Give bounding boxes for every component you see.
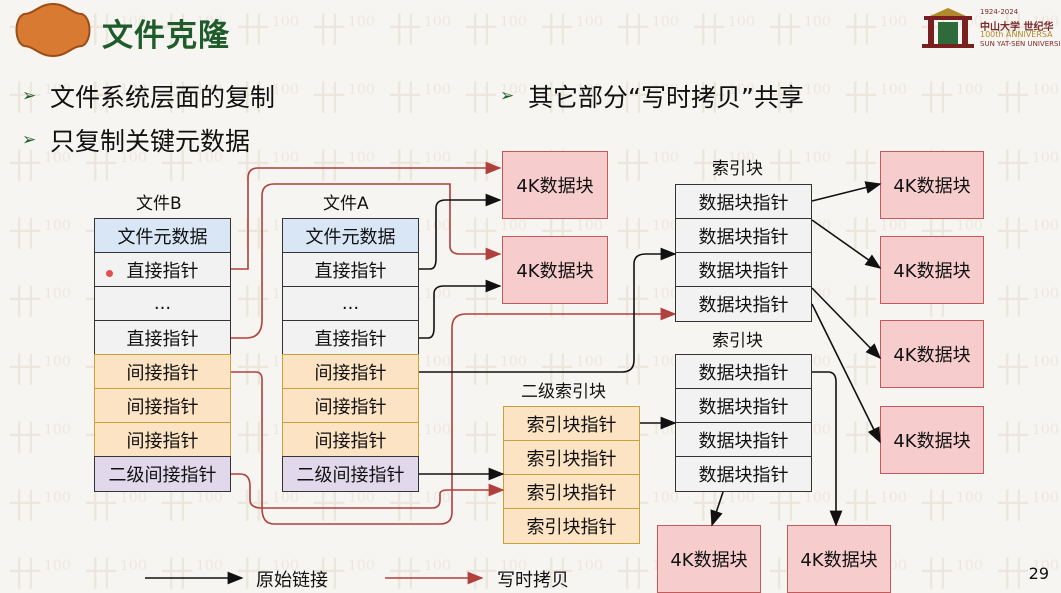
university-years: 1924-2024	[980, 8, 1019, 16]
legend-cow-label: 写时拷贝	[497, 570, 569, 591]
bullet-text: 只复制关键元数据	[50, 127, 251, 156]
file-b-ellipsis: ...	[94, 286, 231, 321]
index-block-label: 索引块	[712, 159, 763, 179]
file-a-indirect-pointer: 间接指针	[282, 388, 419, 423]
file-b-direct-pointer: 直接指针	[94, 252, 231, 287]
file-a-direct-pointer: 直接指针	[282, 320, 419, 355]
page-title: 文件克隆	[102, 18, 230, 54]
data-block: 4K数据块	[657, 525, 761, 593]
file-a-indirect-pointer: 间接指针	[282, 422, 419, 457]
arrow-bullet-icon: ➢	[500, 86, 515, 106]
data-block: 4K数据块	[880, 151, 984, 219]
university-logo: 1924-2024 中山大学 世纪华 100th ANNIVERSA SUN Y…	[922, 6, 1061, 50]
index-block-pointer: 索引块指针	[503, 508, 640, 544]
title-emblem-icon	[15, 2, 91, 58]
arrow-bullet-icon: ➢	[22, 86, 37, 106]
secondary-index-label: 二级索引块	[521, 382, 606, 402]
university-name: 中山大学 世纪华	[980, 22, 1054, 33]
file-b-label: 文件B	[136, 194, 182, 214]
data-block-pointer: 数据块指针	[675, 252, 812, 287]
index-block-pointer: 索引块指针	[503, 440, 640, 475]
data-block: 4K数据块	[502, 236, 608, 304]
bullet-item: ➢ 只复制关键元数据	[22, 122, 250, 158]
university-gate-icon	[922, 8, 974, 48]
file-a-metadata: 文件元数据	[282, 218, 419, 253]
bullet-item: ➢ 文件系统层面的复制	[22, 78, 275, 114]
data-block-pointer: 数据块指针	[675, 388, 812, 423]
bullet-item: ➢ 其它部分“写时拷贝”共享	[500, 78, 804, 114]
file-b-indirect-pointer: 间接指针	[94, 422, 231, 457]
file-b-indirect-pointer: 间接指针	[94, 354, 231, 389]
index-block-pointer: 索引块指针	[503, 474, 640, 509]
data-block-pointer: 数据块指针	[675, 286, 812, 322]
file-a-double-indirect-pointer: 二级间接指针	[282, 456, 419, 492]
university-english-name: SUN YAT-SEN UNIVERSI	[980, 40, 1061, 48]
bullet-text: 文件系统层面的复制	[50, 83, 276, 112]
data-block: 4K数据块	[880, 320, 984, 388]
data-block: 4K数据块	[880, 236, 984, 304]
page-number: 29	[1028, 564, 1049, 583]
index-block-pointer: 索引块指针	[503, 406, 640, 441]
data-block-pointer: 数据块指针	[675, 218, 812, 253]
data-block-pointer: 数据块指针	[675, 456, 812, 492]
file-b-metadata: 文件元数据	[94, 218, 231, 253]
file-b-double-indirect-pointer: 二级间接指针	[94, 456, 231, 492]
data-block-pointer: 数据块指针	[675, 422, 812, 457]
file-a-label: 文件A	[323, 194, 369, 214]
file-a-ellipsis: ...	[282, 286, 419, 321]
data-block: 4K数据块	[880, 406, 984, 474]
legend-original-label: 原始链接	[256, 570, 328, 591]
arrow-bullet-icon: ➢	[22, 130, 37, 150]
data-block-pointer: 数据块指针	[675, 184, 812, 219]
data-block: 4K数据块	[787, 525, 891, 593]
file-b-indirect-pointer: 间接指针	[94, 388, 231, 423]
data-block-pointer: 数据块指针	[675, 354, 812, 389]
bullet-text: 其它部分“写时拷贝”共享	[528, 83, 804, 112]
cursor-dot	[106, 270, 113, 277]
index-block-label: 索引块	[712, 331, 763, 351]
file-b-direct-pointer: 直接指针	[94, 320, 231, 355]
university-anniversary: 100th ANNIVERSA	[980, 30, 1053, 39]
data-block: 4K数据块	[502, 151, 608, 219]
file-a-indirect-pointer: 间接指针	[282, 354, 419, 389]
file-a-direct-pointer: 直接指针	[282, 252, 419, 287]
